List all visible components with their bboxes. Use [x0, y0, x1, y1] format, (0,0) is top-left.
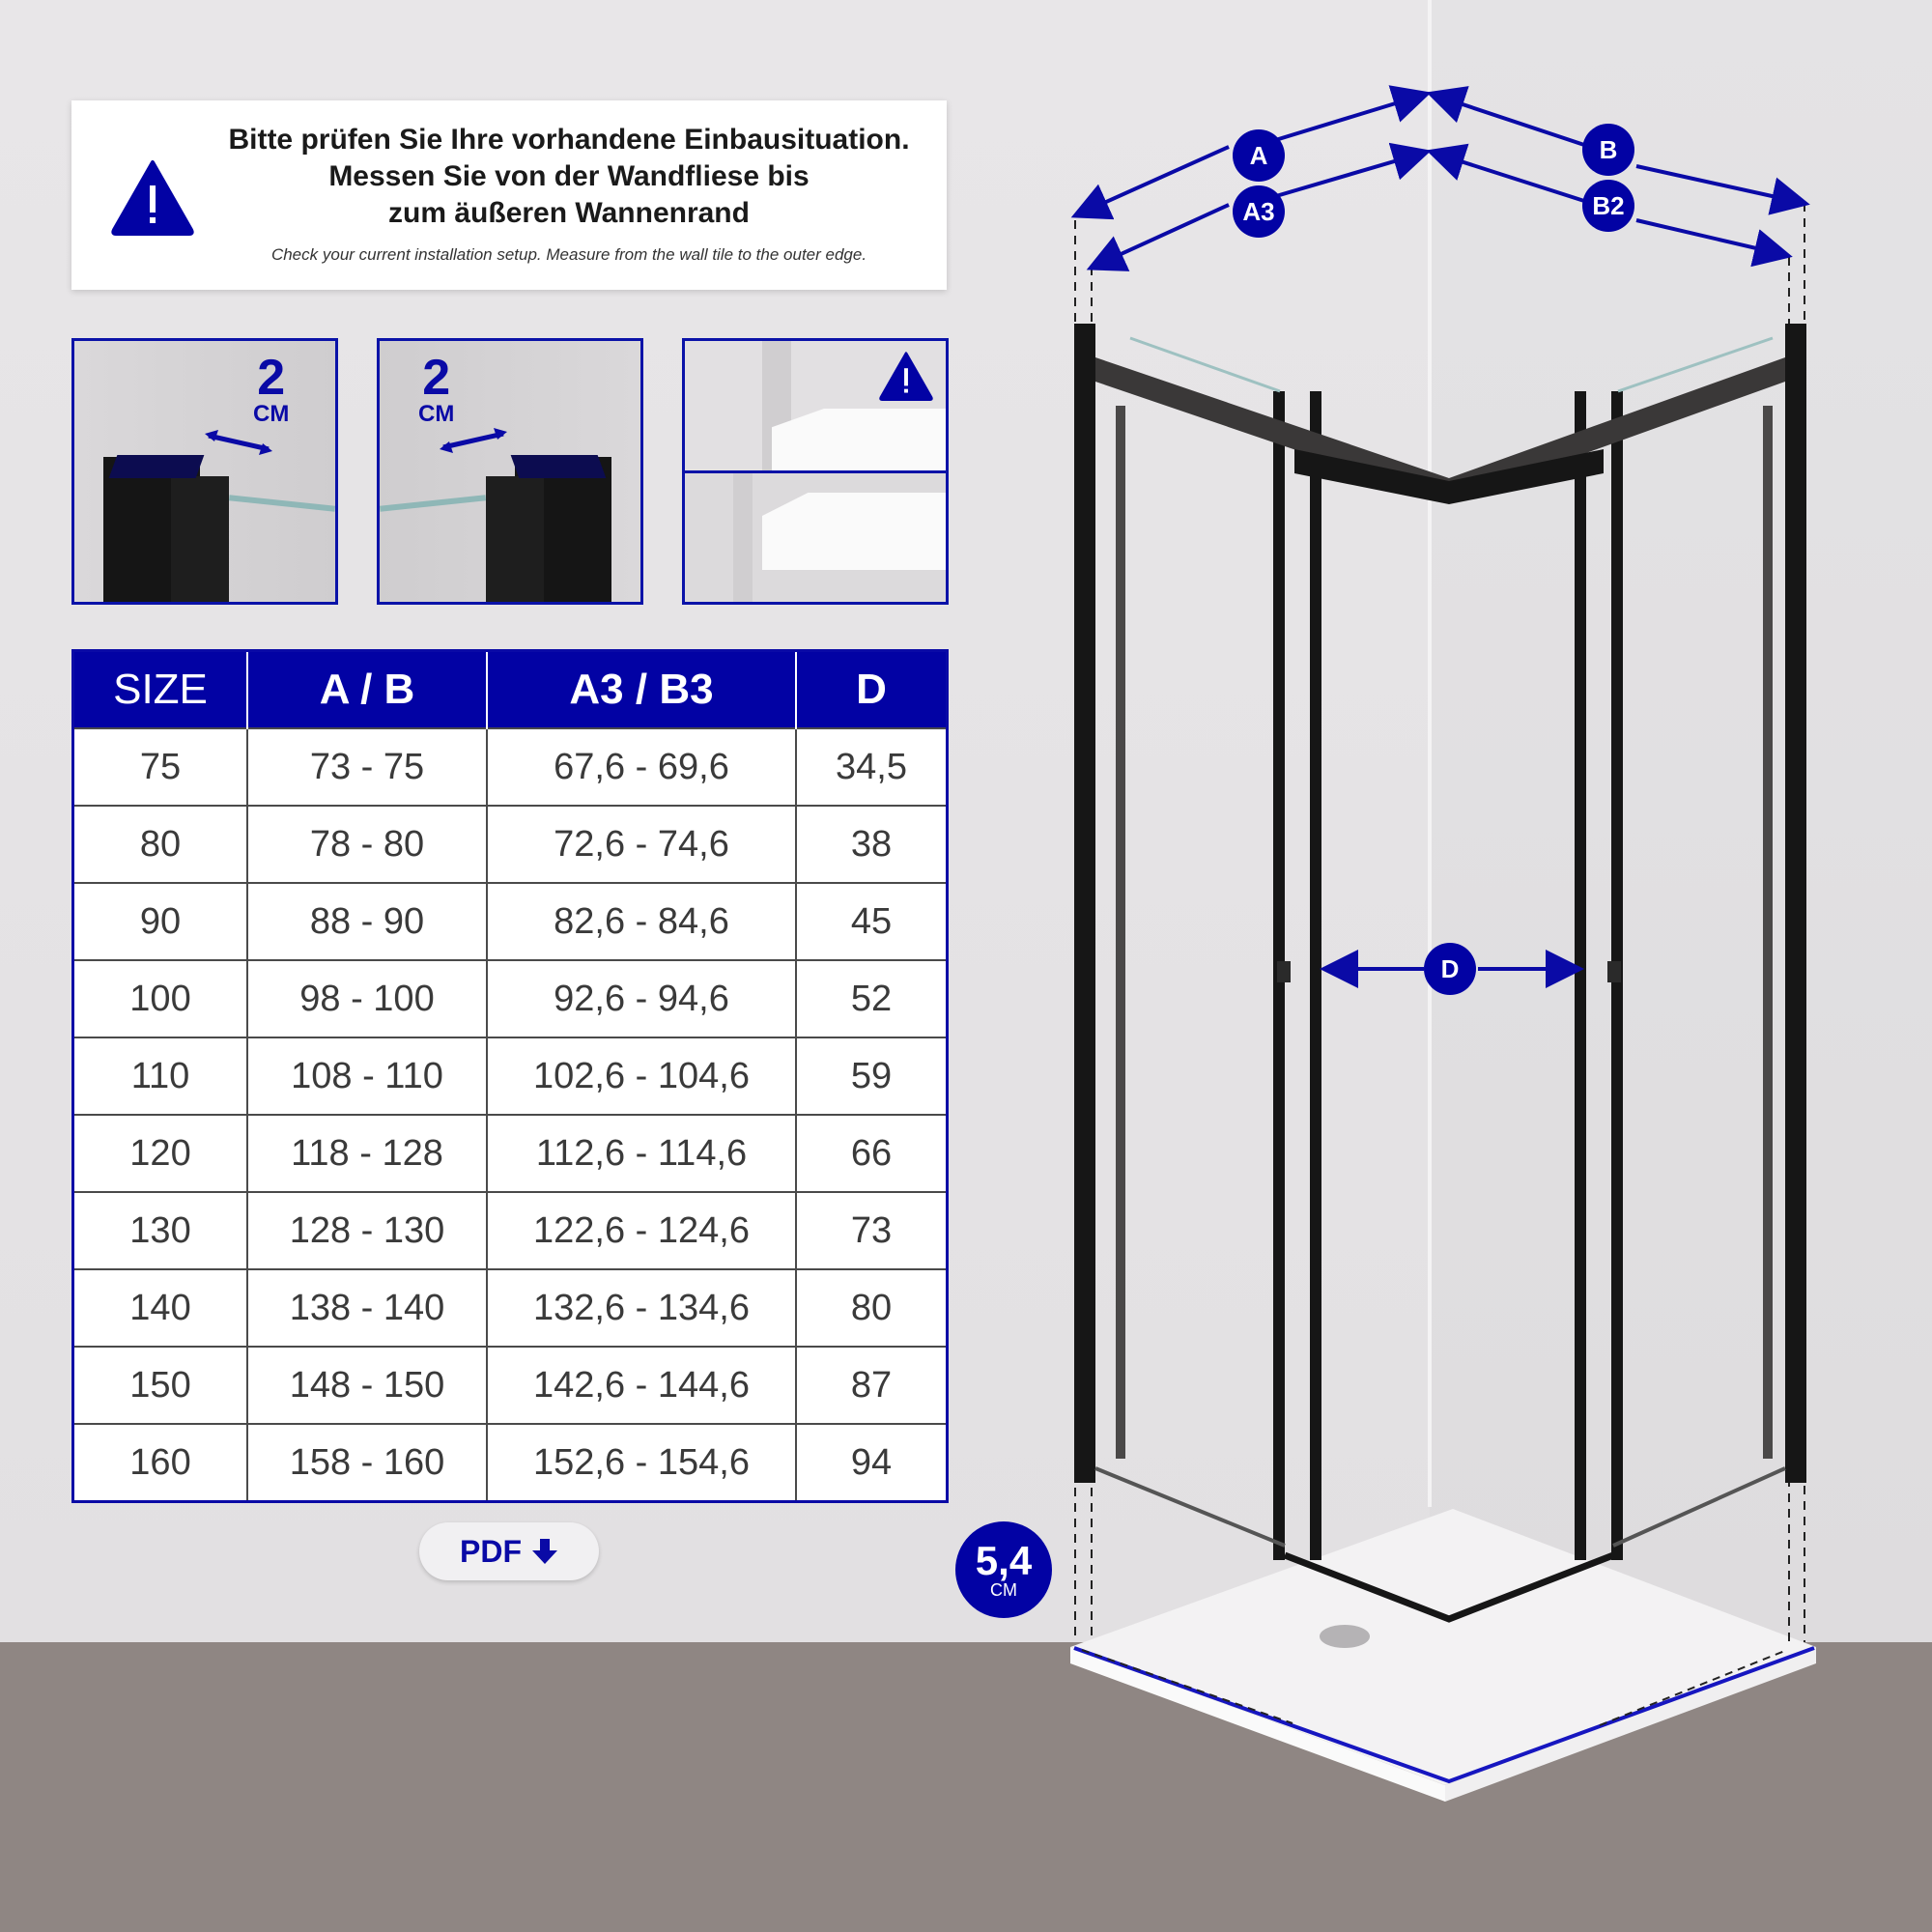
depth-unit: CM — [990, 1580, 1017, 1600]
cell-a-b: 98 - 100 — [246, 959, 488, 1038]
cell-a3-b3: 142,6 - 144,6 — [486, 1346, 797, 1425]
profile-post-inner — [171, 476, 229, 602]
depth-badge: 5,4 CM — [955, 1521, 1052, 1618]
cell-size: 90 — [72, 882, 248, 961]
cell-d: 80 — [795, 1268, 948, 1348]
tray-edge-bottom — [685, 473, 946, 602]
cell-d: 52 — [795, 959, 948, 1038]
cell-a3-b3: 152,6 - 154,6 — [486, 1423, 797, 1502]
shower-tray — [1070, 1509, 1816, 1802]
notice-title: Bitte prüfen Sie Ihre vorhandene Einbaus… — [207, 122, 931, 232]
dimension-badge-a3: A3 — [1233, 185, 1285, 238]
notice-title-line-3: zum äußeren Wannenrand — [388, 197, 750, 229]
cell-d: 87 — [795, 1346, 948, 1425]
cell-a-b: 78 - 80 — [246, 805, 488, 884]
cell-size: 160 — [72, 1423, 248, 1502]
cell-a3-b3: 82,6 - 84,6 — [486, 882, 797, 961]
dimension-badge-b2: B2 — [1582, 180, 1634, 232]
cell-size: 130 — [72, 1191, 248, 1270]
wall-background-right — [1430, 0, 1932, 1662]
double-arrow-icon — [205, 430, 272, 455]
cell-d: 66 — [795, 1114, 948, 1193]
wall-corner — [1428, 0, 1432, 1507]
cell-d: 38 — [795, 805, 948, 884]
warning-triangle-icon — [111, 160, 194, 236]
cell-a3-b3: 132,6 - 134,6 — [486, 1268, 797, 1348]
thumbnail-tray-edge — [682, 338, 949, 605]
header-a3-b3: A3 / B3 — [486, 650, 796, 728]
cell-a3-b3: 67,6 - 69,6 — [486, 727, 797, 807]
cell-a3-b3: 72,6 - 74,6 — [486, 805, 797, 884]
header-a-b: A / B — [246, 650, 487, 728]
cell-size: 110 — [72, 1037, 248, 1116]
cell-a-b: 148 - 150 — [246, 1346, 488, 1425]
cell-a3-b3: 102,6 - 104,6 — [486, 1037, 797, 1116]
cell-a-b: 128 - 130 — [246, 1191, 488, 1270]
cell-d: 94 — [795, 1423, 948, 1502]
header-d: D — [795, 650, 948, 728]
warning-triangle-icon — [879, 352, 933, 401]
dimension-badge-d: D — [1424, 943, 1476, 995]
cell-d: 45 — [795, 882, 948, 961]
cell-a-b: 73 - 75 — [246, 727, 488, 807]
cell-size: 140 — [72, 1268, 248, 1348]
profile-post-inner — [486, 476, 544, 602]
installation-notice: Bitte prüfen Sie Ihre vorhandene Einbaus… — [71, 100, 947, 290]
cell-d: 73 — [795, 1191, 948, 1270]
cell-a3-b3: 122,6 - 124,6 — [486, 1191, 797, 1270]
dimension-badge-b: B — [1582, 124, 1634, 176]
cell-a-b: 118 - 128 — [246, 1114, 488, 1193]
cell-d: 59 — [795, 1037, 948, 1116]
dimension-badge-a: A — [1233, 129, 1285, 182]
cell-size: 80 — [72, 805, 248, 884]
notice-title-line-2: Messen Sie von der Wandfliese bis — [328, 160, 810, 192]
cell-a-b: 88 - 90 — [246, 882, 488, 961]
table-header-row: SIZE A / B A3 / B3 D — [72, 650, 948, 728]
arrow-down-icon — [532, 1539, 557, 1564]
cell-size: 75 — [72, 727, 248, 807]
cell-size: 120 — [72, 1114, 248, 1193]
cell-a-b: 158 - 160 — [246, 1423, 488, 1502]
pdf-download-button[interactable]: PDF — [419, 1522, 599, 1580]
cell-d: 34,5 — [795, 727, 948, 807]
cell-a3-b3: 92,6 - 94,6 — [486, 959, 797, 1038]
cell-a-b: 138 - 140 — [246, 1268, 488, 1348]
double-arrow-icon — [440, 428, 507, 453]
header-size: SIZE — [72, 650, 247, 728]
depth-value: 5,4 — [975, 1538, 1033, 1583]
cell-size: 100 — [72, 959, 248, 1038]
cell-a3-b3: 112,6 - 114,6 — [486, 1114, 797, 1193]
pdf-button-label: PDF — [460, 1533, 522, 1569]
notice-subtitle: Check your current installation setup. M… — [270, 245, 867, 264]
cell-a-b: 108 - 110 — [246, 1037, 488, 1116]
notice-title-line-1: Bitte prüfen Sie Ihre vorhandene Einbaus… — [228, 124, 910, 156]
cell-size: 150 — [72, 1346, 248, 1425]
